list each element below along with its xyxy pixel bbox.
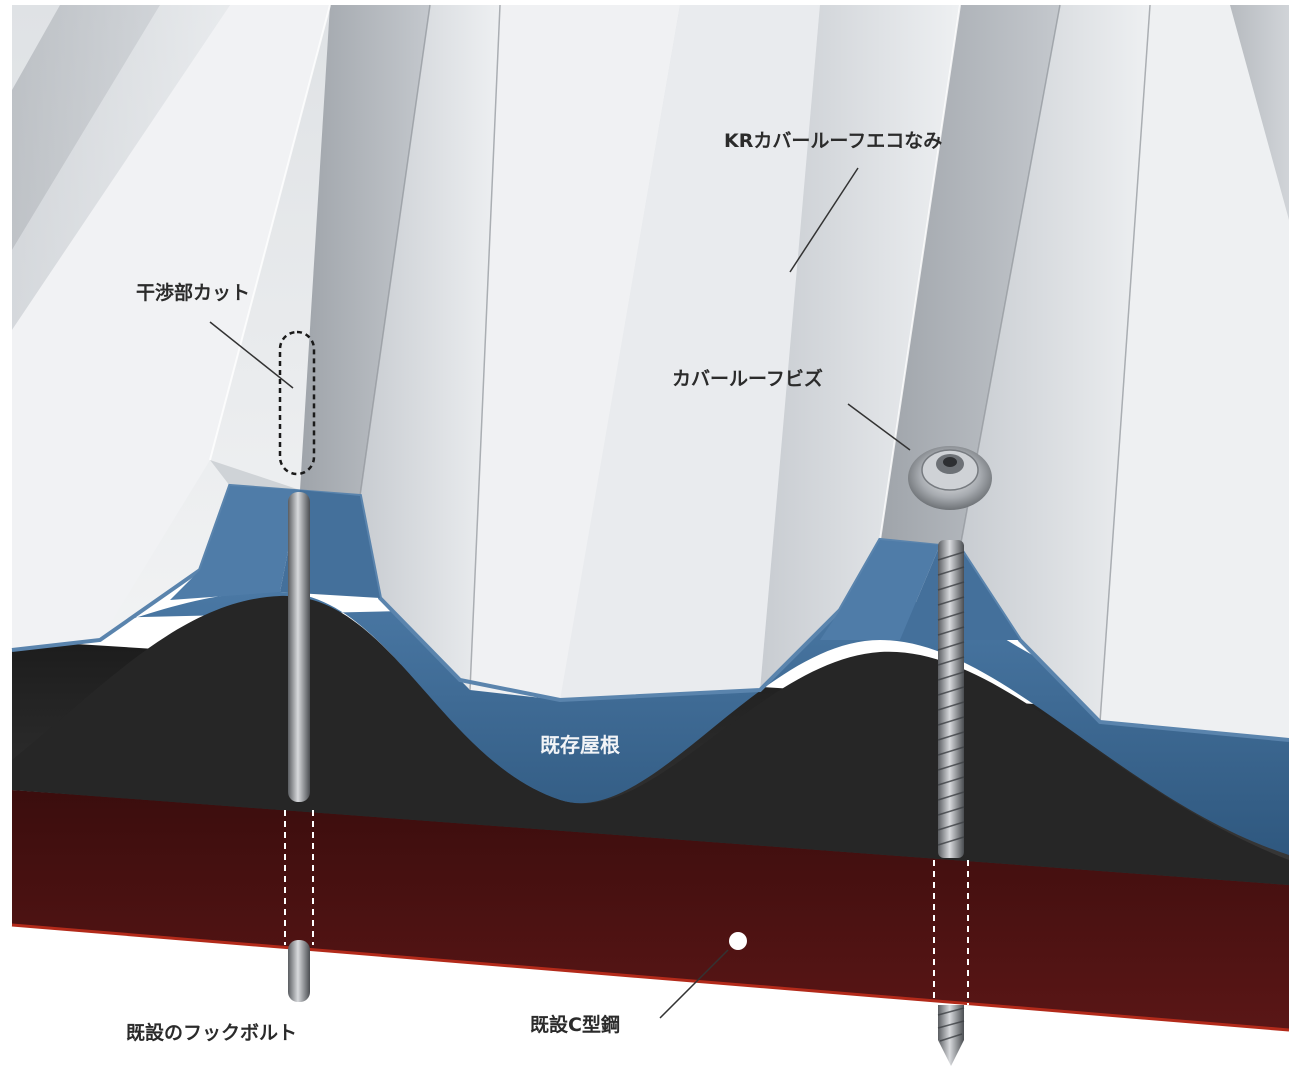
new-roof-sheet [11, 4, 1289, 742]
c-steel-marker [729, 932, 747, 950]
leader-line-cover-roof [789, 167, 859, 273]
label-cover-roof: KRカバールーフエコなみ [724, 130, 943, 152]
leader-line-cover-roof-screw [847, 403, 911, 451]
label-existing-roof: 既存屋根 [540, 733, 620, 757]
existing-roof-shadow [12, 595, 1289, 885]
label-existing-hook-bolt: 既設のフックボルト [126, 1022, 298, 1044]
label-interference-cut: 干渉部カット [136, 282, 251, 304]
label-cover-roof-screw: カバールーフビズ [672, 368, 823, 390]
existing-roof-sheet [12, 591, 1289, 855]
leader-line-c-steel [659, 949, 729, 1019]
c-steel-beam [11, 790, 1289, 1032]
cover-roof-screw [908, 446, 992, 1066]
hook-bolt [278, 330, 316, 1002]
leader-line-interference-cut [209, 321, 294, 389]
label-existing-c-steel: 既設C型鋼 [530, 1014, 620, 1036]
